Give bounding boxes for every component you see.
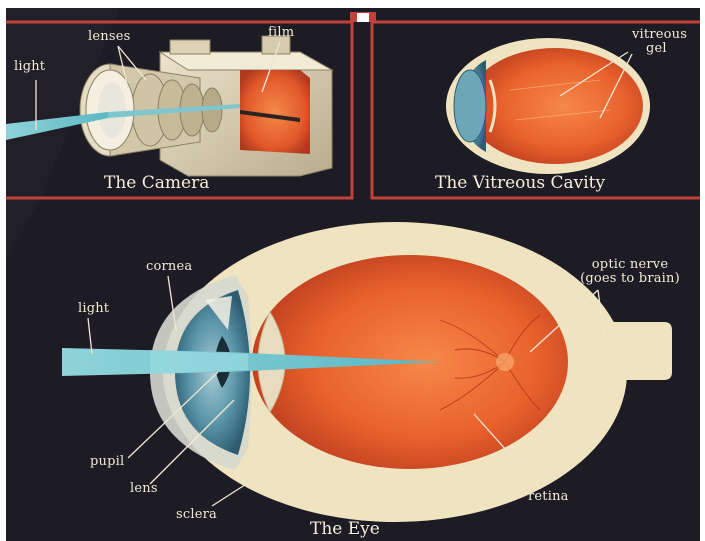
lens-label: lens [130, 482, 158, 495]
vitreous-label-line2: gel [646, 42, 667, 55]
camera-light-label: light [14, 60, 45, 73]
eye-light-label: light [78, 302, 109, 315]
camera-lenses-label: lenses [88, 30, 130, 43]
optic-nerve-label-line2: (goes to brain) [560, 272, 700, 285]
optic-disc [496, 353, 514, 371]
vitreous-eye-illustration [446, 38, 650, 174]
camera-film-label: film [268, 26, 294, 39]
pupil-label: pupil [90, 455, 124, 468]
cornea-label: cornea [146, 260, 192, 273]
sclera-label: sclera [176, 508, 217, 521]
vitreous-panel-title: The Vitreous Cavity [435, 174, 605, 192]
optic-nerve-label-line1: optic nerve [560, 258, 700, 271]
vitreous-label-line1: vitreous [632, 28, 687, 41]
eye-panel-title: The Eye [310, 520, 380, 538]
camera-panel-title: The Camera [104, 174, 209, 192]
frame-notch-gap [357, 13, 369, 22]
retina-label: retina [528, 490, 569, 503]
